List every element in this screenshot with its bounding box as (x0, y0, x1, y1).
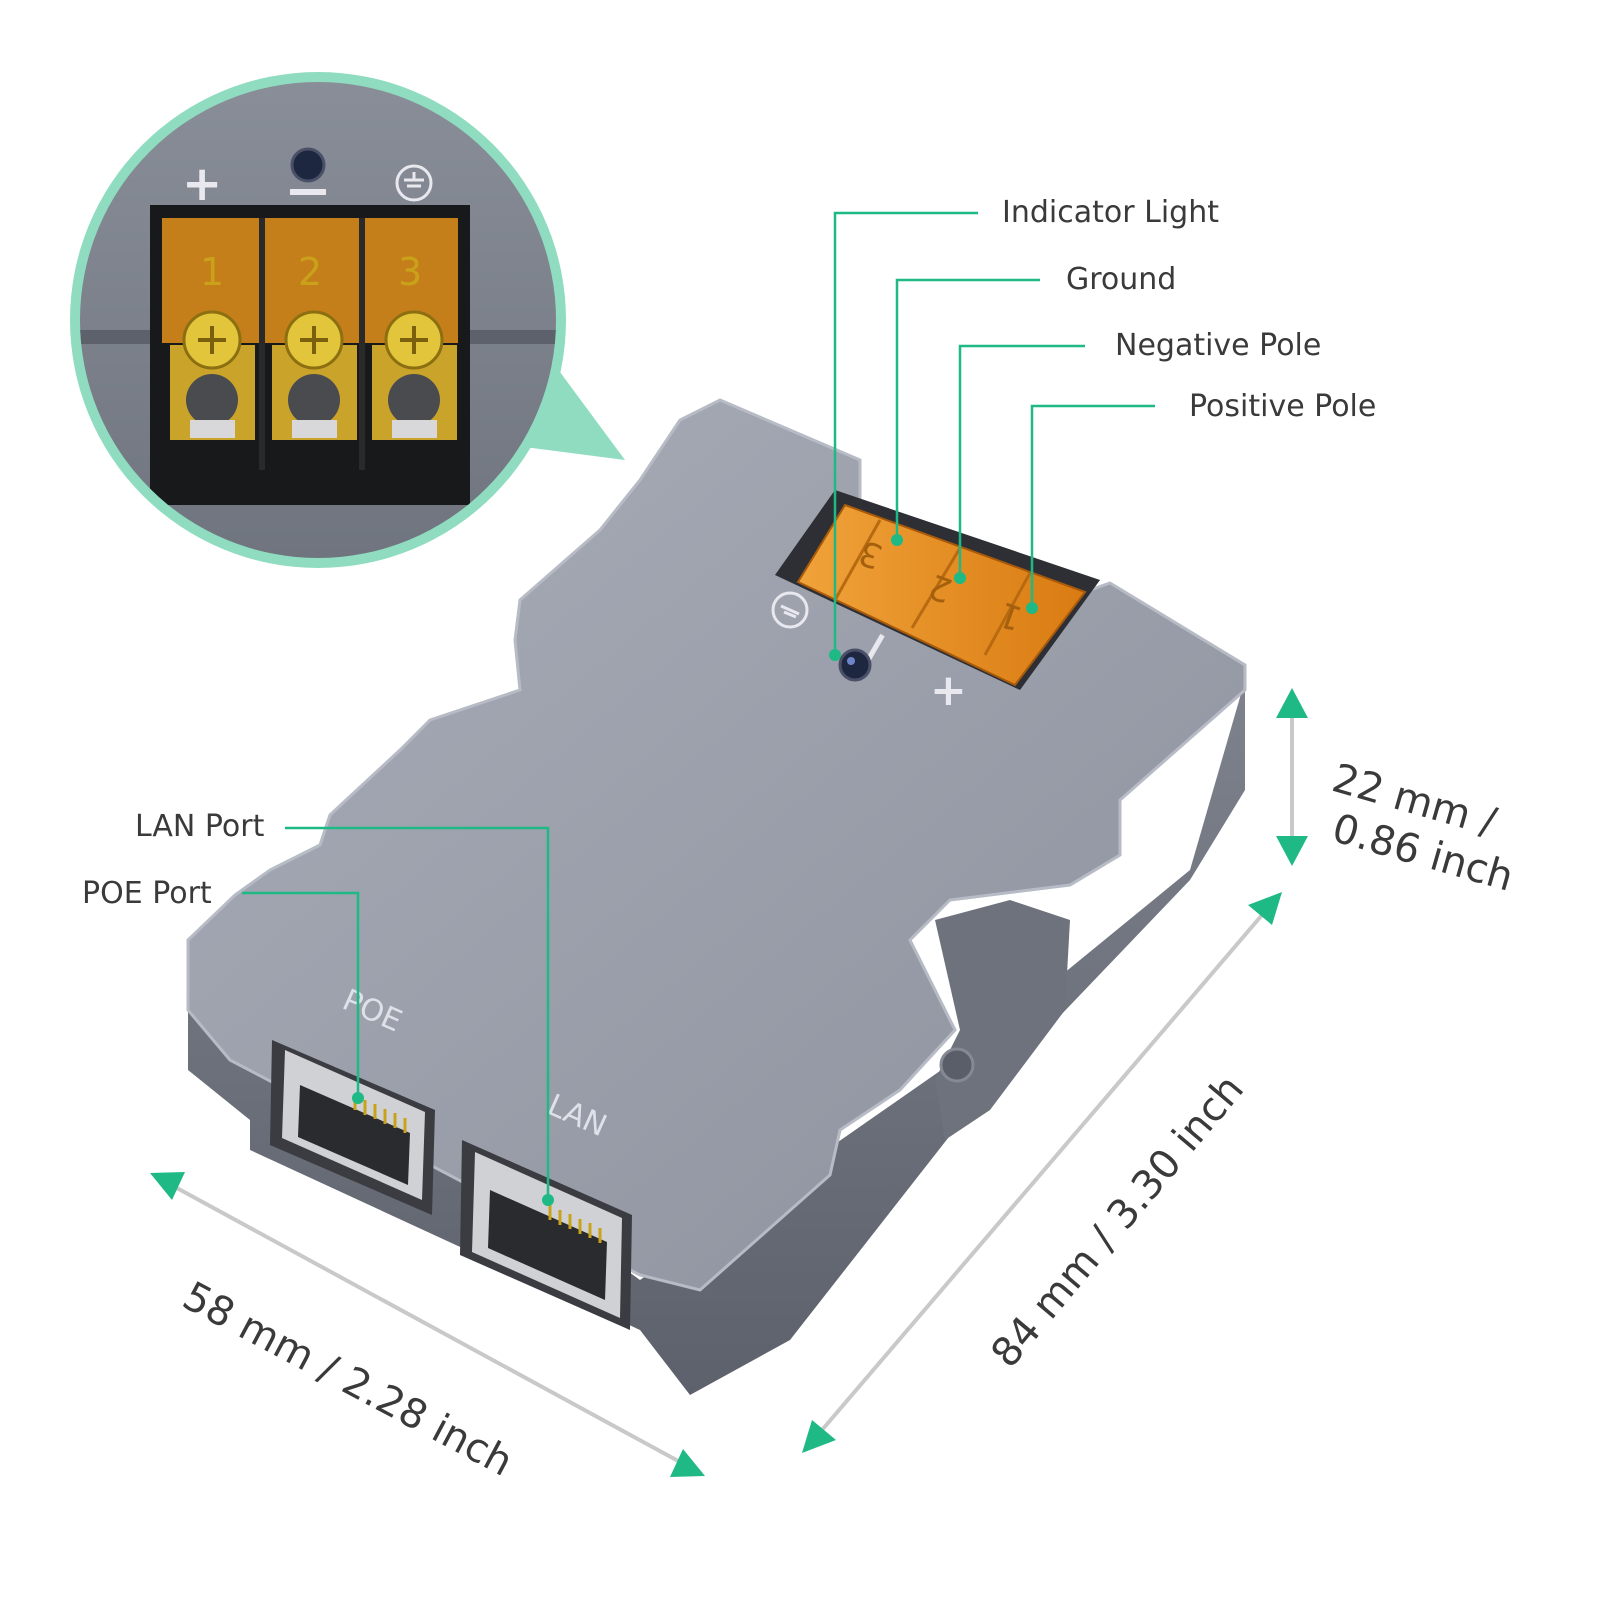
ground-symbol-icon (771, 591, 809, 629)
mount-notch (935, 900, 1070, 1140)
height-arrow-top-icon (1276, 688, 1308, 718)
negative-pole-leader (958, 344, 1085, 578)
device-plus-mark: + (930, 665, 967, 716)
lan-port-leader (285, 826, 550, 1200)
label-ground: Ground (1066, 262, 1176, 297)
ground-leader (895, 278, 1040, 540)
zoom-plus-mark: + (182, 156, 222, 212)
device-side (188, 680, 1245, 1395)
poe-port-leader (242, 891, 360, 1098)
callout-dots (352, 534, 1038, 1206)
height-arrow-bottom-icon (1276, 836, 1308, 866)
width-arrow-left-icon (150, 1172, 185, 1200)
length-dimension-label: 84 mm / 3.30 inch (982, 1066, 1253, 1376)
terminal-block (796, 503, 1087, 687)
zoom-indicator-led (290, 147, 326, 183)
label-poe-port: POE Port (82, 876, 212, 911)
indicator-light-leader (833, 211, 978, 655)
zoom-inset: 1 2 3 + (70, 72, 625, 568)
width-arrow-right-icon (670, 1449, 705, 1477)
positive-pole-leader (1030, 404, 1155, 608)
mount-hole (939, 1047, 975, 1083)
zoom-terminal-2: 2 (298, 250, 322, 294)
zoom-ground-symbol-icon (395, 164, 433, 202)
poe-device: 3 2 1 − + (186, 398, 1247, 1395)
zoom-screws (170, 310, 457, 440)
length-arrow-bottom-icon (802, 1420, 836, 1453)
lan-port (460, 1140, 632, 1330)
height-dimension: 22 mm / 0.86 inch (1276, 688, 1518, 901)
callout-lines (242, 211, 1155, 1200)
zoom-terminal-1: 1 (200, 250, 224, 294)
label-lan-port: LAN Port (135, 809, 265, 844)
length-arrow-top-icon (1248, 892, 1282, 925)
poe-port (270, 1040, 435, 1215)
zoom-terminal-3: 3 (398, 250, 422, 294)
label-indicator-light: Indicator Light (1002, 195, 1219, 230)
width-dimension-label: 58 mm / 2.28 inch (175, 1273, 520, 1485)
label-negative-pole: Negative Pole (1115, 328, 1321, 363)
indicator-light-led (838, 648, 872, 682)
label-positive-pole: Positive Pole (1189, 389, 1376, 424)
lan-port-pins (548, 1205, 602, 1243)
